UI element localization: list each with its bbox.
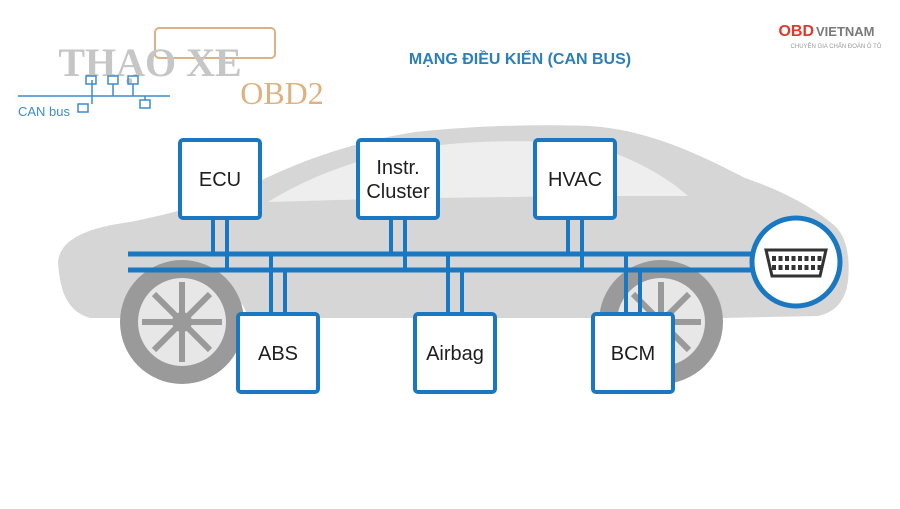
obd2-pin (804, 256, 809, 261)
obd2-pin (798, 256, 802, 261)
front-wheel (120, 260, 244, 384)
brand-logo-prefix: OBD (778, 23, 814, 40)
watermark-text: THẠO XE (58, 40, 241, 85)
ecu-node-box (533, 138, 617, 220)
brand-logo-suffix: VIETNAM (816, 24, 875, 39)
brand-tagline: CHUYÊN GIA CHẨN ĐOÁN Ô TÔ (791, 42, 882, 50)
can-bus-network: ECU Instr.Cluster HVAC ABS Airbag BCM (128, 138, 843, 394)
obd2-pin (817, 256, 822, 261)
obd2-pin (817, 265, 822, 270)
obd2-pin (798, 265, 802, 270)
obd2-pin (791, 256, 796, 261)
obd2-pin (778, 265, 783, 270)
node-label: Airbag (426, 343, 484, 365)
watermark-obd-label: OBD2 (240, 75, 324, 111)
watermark-can-bus-label: CAN bus (18, 104, 71, 119)
node-label: HVAC (548, 169, 602, 191)
brand-logo: OBD VIETNAM CHUYÊN GIA CHẨN ĐOÁN Ô TÔ (778, 23, 881, 50)
obd2-pin (811, 265, 815, 270)
ecu-node-box (356, 138, 440, 220)
node-label: BCM (611, 343, 655, 365)
node-label: Cluster (366, 181, 430, 203)
obd2-pin (791, 265, 796, 270)
node-label: Instr. (376, 157, 419, 179)
node-label: ECU (199, 169, 241, 191)
ecu-node-box (178, 138, 262, 220)
ecu-node-box (591, 312, 675, 394)
can-bus-mini-icon (18, 75, 170, 113)
watermark: THẠO XE OBD2 CAN bus (18, 27, 324, 119)
obd2-pin (772, 256, 776, 261)
diagram-title: MẠNG ĐIỀU KIỂN (CAN BUS) (409, 49, 631, 68)
obd2-pin (785, 256, 789, 261)
node-label: ABS (258, 343, 298, 365)
obd2-pin (785, 265, 789, 270)
ecu-node-box (413, 312, 497, 394)
obd2-pin (804, 265, 809, 270)
ecu-node-box (236, 312, 320, 394)
obd2-pin (811, 256, 815, 261)
obd2-port-shape (764, 248, 828, 278)
obd2-pin (772, 265, 776, 270)
obd2-pin (778, 256, 783, 261)
